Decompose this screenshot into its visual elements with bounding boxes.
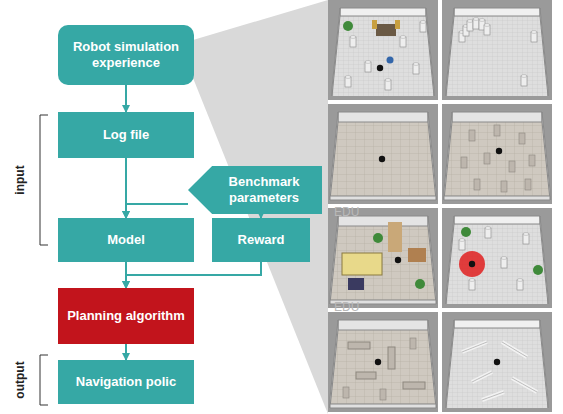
watermark: EDU [334,205,359,219]
node-label: Reward [238,232,285,248]
process-box: Model [58,218,194,262]
algorithm-box: Planning algorithm [58,288,194,344]
node-label: Planning algorithm [67,308,185,324]
node-label: Robot simulation experience [64,39,188,71]
node-label: Benchmark parameters [210,174,318,206]
process-box: Reward [212,218,310,262]
flow-arrow [125,85,127,112]
flow-arrow [126,262,261,288]
group-label: input [13,165,27,194]
watermark: EDU [334,300,359,314]
node-label: Log file [103,127,149,143]
flow-arrow [125,344,127,360]
node-label: Model [107,232,145,248]
output-box: Navigation polic [58,360,194,404]
group-label: output [13,361,27,398]
parameter-tag: Benchmark parameters [188,166,322,214]
start-box: Robot simulation experience [58,25,194,85]
process-box: Log file [58,112,194,158]
node-label: Navigation polic [76,374,176,390]
flow-arrow [126,204,188,218]
